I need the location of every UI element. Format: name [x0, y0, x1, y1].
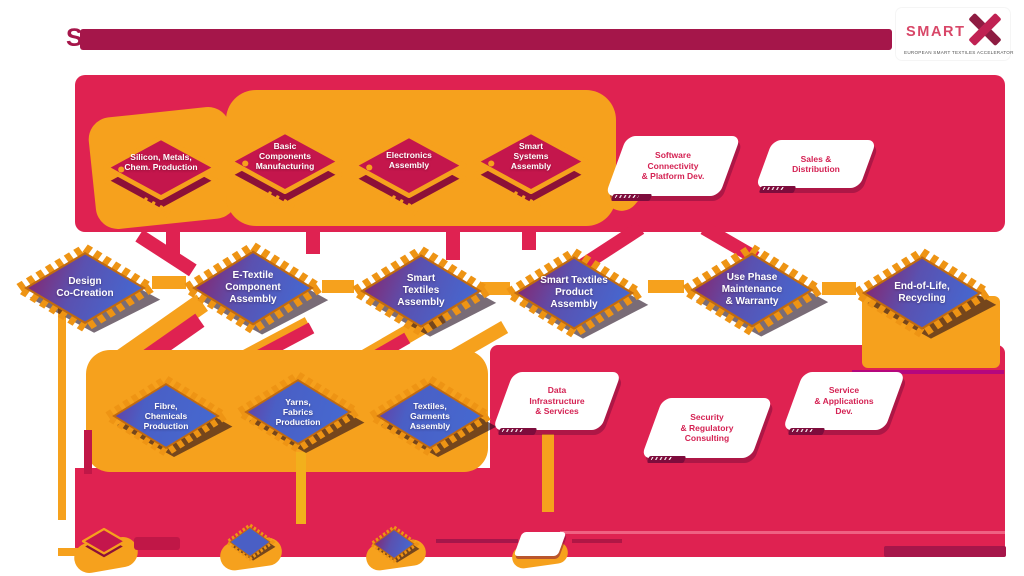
node-security-regulatory-consulting: Security & Regulatory Consulting — [641, 398, 773, 463]
smartx-logo: SMART EUROPEAN SMART TEXTILES ACCELERATO… — [896, 8, 1014, 60]
node-label: Software Connectivity & Platform Dev. — [641, 150, 705, 182]
node-electronics-assembly: Electronics Assembly — [346, 128, 472, 222]
connector-bar — [84, 430, 92, 474]
logo-tagline: EUROPEAN SMART TEXTILES ACCELERATOR — [904, 50, 1014, 55]
node-yarns-fabrics-production: Yarns, Fabrics Production — [230, 368, 366, 456]
connector-bar — [852, 370, 1004, 374]
node-label: Service & Applications Dev. — [814, 385, 874, 417]
connector-bar — [152, 276, 186, 289]
node-label: E-Textile Component Assembly — [225, 270, 281, 305]
legend-label-redacted — [572, 539, 622, 543]
node-software-connectivity-platform-dev: Software Connectivity & Platform Dev. — [605, 136, 741, 201]
smartx-x-icon — [964, 10, 1006, 50]
blue-chip-icon — [224, 522, 276, 562]
node-data-infrastructure-services: Data Infrastructure & Services — [492, 372, 622, 435]
legend-purple-chip-icon — [368, 524, 420, 564]
legend-blue-chip-icon — [224, 522, 276, 562]
connector-bar — [446, 230, 460, 260]
purple-chip-icon — [9, 242, 161, 334]
node-e-textile-component-assembly: E-Textile Component Assembly — [176, 238, 330, 338]
connector-bar — [306, 228, 320, 254]
connector-bar — [58, 268, 66, 520]
node-smart-systems-assembly: Smart Systems Assembly — [468, 124, 594, 218]
node-label: Electronics Assembly — [386, 149, 432, 170]
red-chip-icon — [351, 133, 467, 216]
node-label: Sales & Distribution — [792, 153, 840, 174]
node-use-phase-maintenance-warranty: Use Phase Maintenance & Warranty — [674, 240, 830, 340]
node-label: Security & Regulatory Consulting — [680, 412, 734, 444]
red-chip-icon — [227, 129, 343, 212]
node-label: Smart Textiles Assembly — [397, 273, 445, 308]
node-label: End-of-Life, Recycling — [894, 281, 950, 304]
node-label: Yarns, Fabrics Production — [275, 396, 321, 427]
node-end-of-life-recycling: End-of-Life, Recycling — [846, 244, 998, 342]
node-label: Silicon, Metals, Chem. Production — [124, 151, 198, 172]
node-smart-textiles-assembly: Smart Textiles Assembly — [344, 242, 498, 340]
node-label: Use Phase Maintenance & Warranty — [721, 272, 783, 307]
connector-bar — [482, 282, 510, 295]
legend-red-box-chip-icon — [80, 526, 128, 564]
node-label: Smart Textiles Product Assembly — [540, 275, 608, 310]
logo-brand-text: SMART — [906, 24, 966, 40]
connector-bar — [322, 280, 354, 293]
purple-chip-icon — [675, 242, 829, 338]
title-initial: S — [66, 24, 83, 52]
purple-chip-icon — [345, 244, 497, 338]
connector-bar — [542, 434, 554, 512]
blue-chip-icon — [99, 374, 233, 458]
node-label: Basic Components Manufacturing — [255, 140, 315, 171]
legend-white-card-icon — [513, 532, 567, 556]
node-silicon-metals-chem-production: Silicon, Metals, Chem. Production — [98, 130, 224, 224]
purple-chip-icon — [177, 240, 329, 336]
purple-chip-icon — [499, 246, 649, 340]
connector-bar — [296, 452, 306, 524]
node-sales-distribution: Sales & Distribution — [755, 140, 877, 193]
node-textiles-garments-assembly: Textiles, Garments Assembly — [362, 372, 498, 460]
blue-chip-icon — [363, 374, 497, 458]
connector-bar — [822, 282, 856, 295]
footer-text-redacted — [884, 546, 1006, 557]
node-design-co-creation: Design Co-Creation — [8, 240, 162, 336]
connector-bar — [648, 280, 684, 293]
node-smart-textiles-product-assembly: Smart Textiles Product Assembly — [498, 244, 650, 342]
title-bar — [80, 29, 892, 50]
red-chip-icon — [473, 129, 589, 212]
node-label: Fibre, Chemicals Production — [143, 400, 189, 431]
connector-bar — [522, 226, 536, 250]
node-label: Design Co-Creation — [56, 276, 114, 299]
red-chip-icon — [103, 135, 219, 218]
purple-chip-icon — [847, 246, 997, 340]
legend-label-redacted — [134, 537, 180, 550]
legend-divider-line — [560, 531, 1005, 534]
purple-chip-icon — [368, 524, 420, 564]
node-fibre-chemicals-production: Fibre, Chemicals Production — [98, 372, 234, 460]
blue-chip-icon — [231, 370, 365, 454]
node-label: Textiles, Garments Assembly — [409, 400, 451, 431]
red-chip-icon — [81, 527, 127, 560]
node-basic-components-manufacturing: Basic Components Manufacturing — [222, 124, 348, 218]
legend-label-redacted — [436, 539, 518, 543]
node-label: Smart Systems Assembly — [510, 140, 552, 171]
node-service-applications-dev: Service & Applications Dev. — [782, 372, 906, 435]
node-label: Data Infrastructure & Services — [529, 385, 585, 417]
